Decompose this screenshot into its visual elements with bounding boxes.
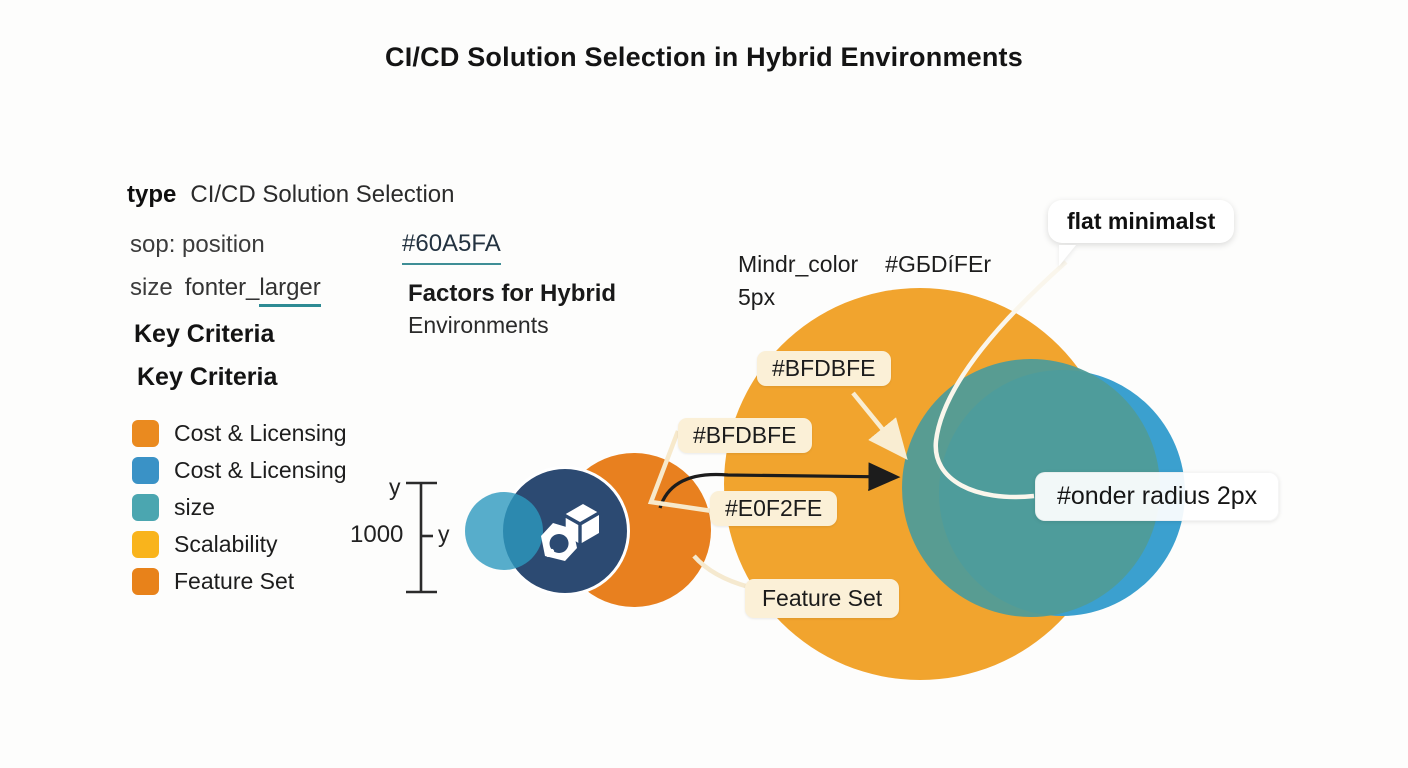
mindr-size-value: 5px <box>738 284 776 310</box>
legend-item: Cost & Licensing <box>132 457 347 484</box>
spec-type-key: type <box>127 181 177 208</box>
axis-label-y-mid: y <box>438 521 450 547</box>
legend-swatch <box>132 420 159 447</box>
legend-label: Scalability <box>174 531 278 557</box>
spec-size-value: fonter_ <box>184 274 260 301</box>
legend: Cost & Licensing Cost & Licensing size S… <box>132 420 347 595</box>
key-criteria-heading-2: Key Criteria <box>137 363 278 391</box>
legend-swatch <box>132 457 159 484</box>
factors-heading-line1: Factors for Hybrid <box>408 280 617 307</box>
legend-label: size <box>174 494 215 520</box>
legend-swatch <box>132 494 159 521</box>
legend-item: Cost & Licensing <box>132 420 347 447</box>
color-chip-bfdbfe-top: #BFDBFE <box>757 351 891 386</box>
y-axis <box>406 481 437 594</box>
legend-swatch <box>132 531 159 558</box>
legend-item: Scalability <box>132 531 347 558</box>
spec-size-line: size fonter_larger <box>130 274 321 307</box>
spec-type-line: type CI/CD Solution Selection <box>127 181 455 209</box>
legend-item: size <box>132 494 347 521</box>
mindr-color-value: #GБDíFEr <box>885 251 991 277</box>
feature-set-chip: Feature Set <box>745 579 900 618</box>
package-icon <box>541 504 600 561</box>
legend-label: Feature Set <box>174 568 295 594</box>
key-criteria-heading-1: Key Criteria <box>134 320 275 348</box>
legend-swatch <box>132 568 159 595</box>
cyan-circle <box>465 492 543 570</box>
radius-label: #onder radius 2px <box>1035 472 1280 521</box>
color-chip-bfdbfe-mid: #BFDBFE <box>678 418 812 453</box>
hex-color-link: #60A5FA <box>402 230 501 265</box>
spec-position-line: sop: position <box>130 231 265 258</box>
mindr-color-key: Mindr_color <box>738 251 859 277</box>
spec-size-value-underlined: larger <box>259 274 321 307</box>
legend-label: Cost & Licensing <box>174 457 347 483</box>
page-title: CI/CD Solution Selection in Hybrid Envir… <box>385 42 1023 72</box>
spec-type-value: CI/CD Solution Selection <box>190 181 455 208</box>
axis-label-1000: 1000 <box>350 521 404 548</box>
legend-label: Cost & Licensing <box>174 420 347 446</box>
style-bubble: flat minimalst <box>1048 200 1235 243</box>
style-bubble-tail <box>1059 245 1076 266</box>
axis-label-y-top: y <box>389 474 401 500</box>
mindr-color-line: Mindr_color #GБDíFEr <box>738 251 991 278</box>
legend-item: Feature Set <box>132 568 347 595</box>
spec-size-key: size <box>130 274 173 301</box>
color-chip-e0f2fe: #E0F2FE <box>710 491 838 526</box>
factors-heading-line2: Environments <box>408 312 549 338</box>
